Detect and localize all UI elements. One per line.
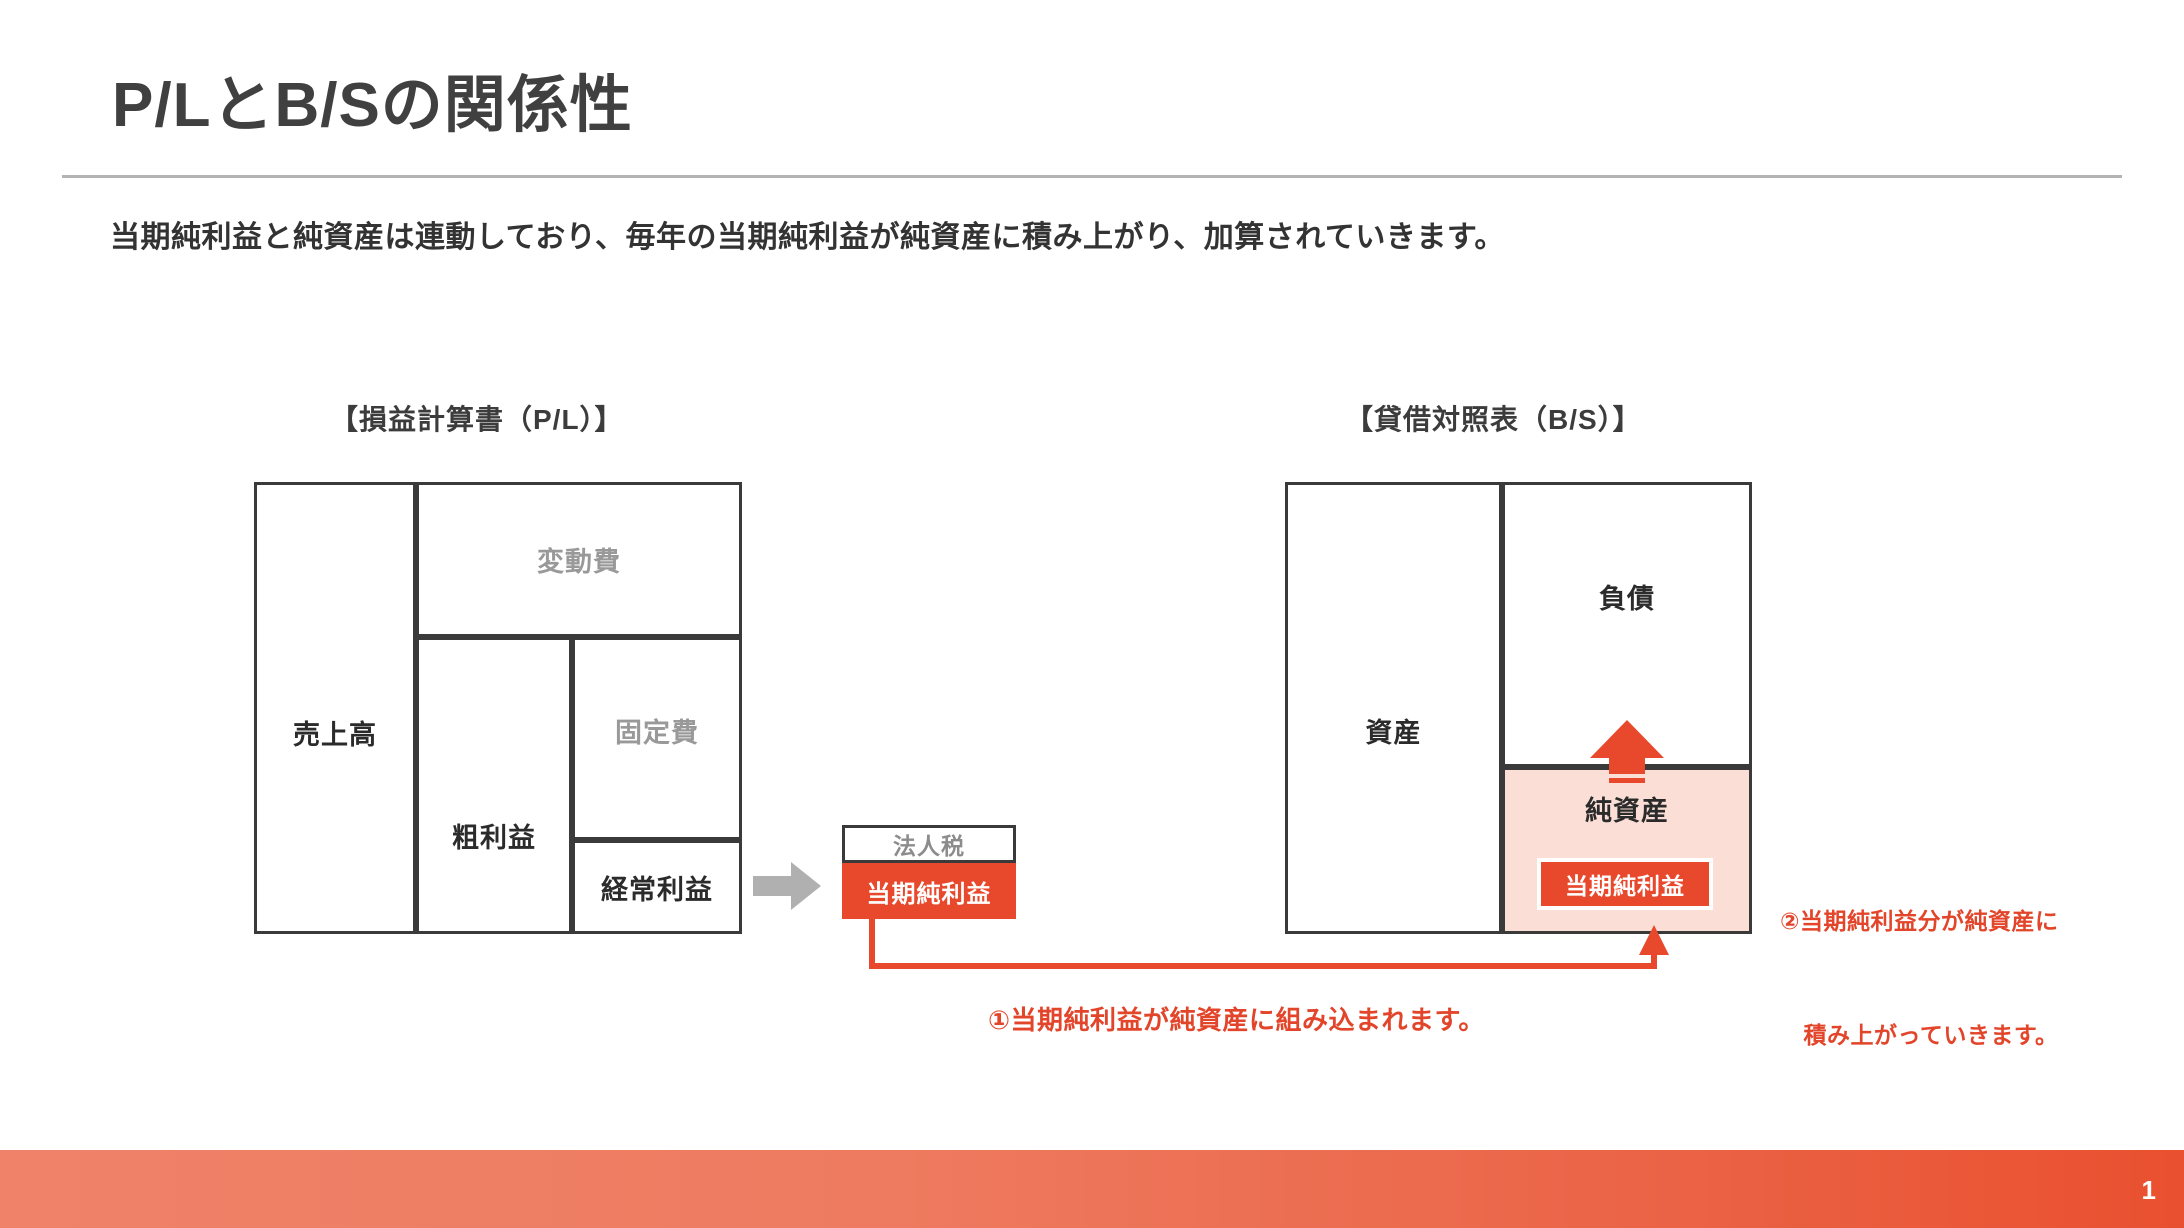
pl-net-profit-box: 当期純利益 bbox=[842, 863, 1016, 919]
right-arrow-icon bbox=[753, 862, 821, 910]
pl-cell-variable-cost: 変動費 bbox=[416, 482, 742, 637]
bs-cell-net-assets-label: 純資産 bbox=[1585, 796, 1669, 826]
up-arrow-icon bbox=[1590, 720, 1664, 783]
bs-cell-assets: 資産 bbox=[1285, 482, 1502, 934]
pl-cell-ordinary-profit-label: 経常利益 bbox=[601, 874, 713, 905]
pl-tax-label: 法人税 bbox=[893, 833, 965, 859]
bs-net-profit-label: 当期純利益 bbox=[1565, 873, 1685, 899]
pl-cell-fixed-cost-label: 固定費 bbox=[615, 718, 699, 748]
bs-cell-liabilities-label: 負債 bbox=[1599, 584, 1655, 614]
pl-cell-variable-cost-label: 変動費 bbox=[537, 547, 621, 577]
bs-cell-assets-label: 資産 bbox=[1365, 717, 1422, 748]
annotation-two-line2: 積み上がっていきます。 bbox=[1780, 1022, 2059, 1048]
pl-net-profit-label: 当期純利益 bbox=[866, 880, 992, 908]
title-divider bbox=[62, 175, 2122, 178]
pl-cell-gross-profit: 粗利益 bbox=[416, 637, 572, 934]
pl-cell-sales-label: 売上高 bbox=[293, 719, 377, 750]
pl-tax-box: 法人税 bbox=[842, 825, 1016, 863]
page-title: P/LとB/Sの関係性 bbox=[112, 71, 633, 140]
footer-bar: 1 bbox=[0, 1150, 2184, 1228]
bs-net-profit-box: 当期純利益 bbox=[1537, 858, 1713, 910]
pl-cell-fixed-cost: 固定費 bbox=[572, 637, 742, 840]
pl-cell-gross-profit-label: 粗利益 bbox=[452, 823, 536, 853]
annotation-two: ②当期純利益分が純資産に 積み上がっていきます。 bbox=[1780, 826, 2059, 1092]
page-number: 1 bbox=[2141, 1175, 2156, 1205]
annotation-two-line1: ②当期純利益分が純資産に bbox=[1780, 908, 2059, 934]
pl-cell-sales: 売上高 bbox=[254, 482, 416, 934]
subtitle-text: 当期純利益と純資産は連動しており、毎年の当期純利益が純資産に積み上がり、加算され… bbox=[110, 221, 1505, 254]
pl-section-caption: 【損益計算書（P/L）】 bbox=[330, 404, 624, 435]
pl-cell-ordinary-profit: 経常利益 bbox=[572, 840, 742, 934]
bs-section-caption: 【貸借対照表（B/S）】 bbox=[1345, 404, 1642, 435]
bs-cell-liabilities: 負債 bbox=[1502, 482, 1752, 767]
annotation-one: ①当期純利益が純資産に組み込まれます。 bbox=[988, 1005, 1485, 1035]
